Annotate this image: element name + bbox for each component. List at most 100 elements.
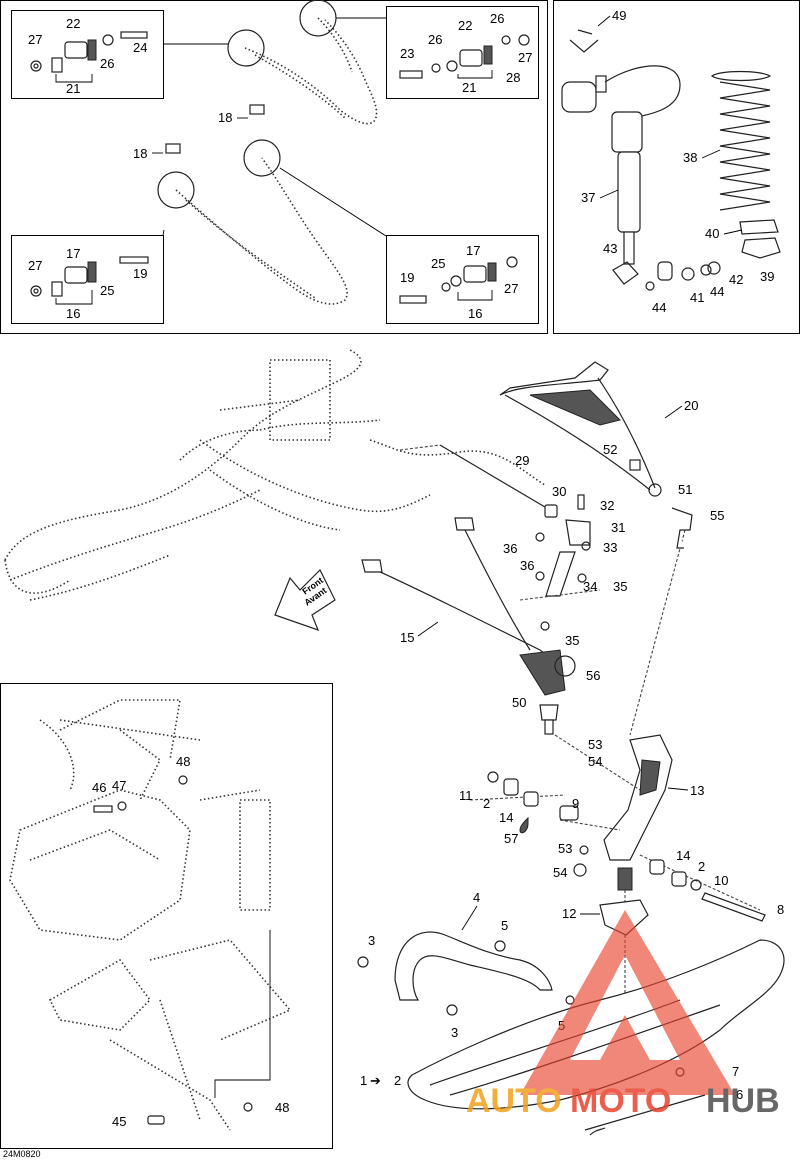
spring-seat xyxy=(739,219,779,235)
watermark-moto: MOTO xyxy=(570,1082,671,1120)
bushing xyxy=(681,267,695,281)
callout-26: 26 xyxy=(100,56,114,71)
callout-18: 18 xyxy=(218,110,232,125)
callout-27: 27 xyxy=(28,32,42,47)
callout-19: 19 xyxy=(133,266,147,281)
callout-33: 33 xyxy=(603,540,617,555)
callout-45: 45 xyxy=(112,1114,126,1129)
callout-10: 10 xyxy=(714,873,728,888)
callout-29: 29 xyxy=(515,453,529,468)
washer xyxy=(645,281,655,291)
bolt-32 xyxy=(577,494,585,510)
watermark-auto: AUTO xyxy=(466,1082,562,1120)
callout-2: 2 xyxy=(394,1073,401,1088)
callout-21: 21 xyxy=(66,81,80,96)
sleeve-9 xyxy=(559,805,579,821)
callout-47: 47 xyxy=(112,778,126,793)
circlip xyxy=(707,261,721,275)
callout-16: 16 xyxy=(468,306,482,321)
spindle xyxy=(603,734,673,891)
callout-31: 31 xyxy=(611,520,625,535)
bushing-11 xyxy=(487,771,499,783)
callout-19: 19 xyxy=(400,270,414,285)
vehicle-front-dotted xyxy=(4,349,546,601)
callout-27: 27 xyxy=(518,50,532,65)
washer xyxy=(700,264,712,276)
callout-7: 7 xyxy=(732,1064,739,1079)
callout-14: 14 xyxy=(676,848,690,863)
callout-3: 3 xyxy=(368,933,375,948)
automotohub-watermark: AUTO MOTO HUB xyxy=(466,910,780,1120)
callout-8: 8 xyxy=(777,902,784,917)
inset-box-bl xyxy=(11,235,164,324)
callout-25: 25 xyxy=(431,256,445,271)
callout-41: 41 xyxy=(690,290,704,305)
grease-drop-57 xyxy=(519,816,529,834)
callout-30: 30 xyxy=(552,484,566,499)
shock-absorber xyxy=(561,29,681,281)
callout-54: 54 xyxy=(588,754,602,769)
hardware-set-bl xyxy=(30,256,149,297)
callout-57: 57 xyxy=(504,831,518,846)
callout-40: 40 xyxy=(705,226,719,241)
inset-box-tl xyxy=(11,10,164,99)
callout-11: 11 xyxy=(459,788,473,803)
link-bracket xyxy=(565,519,591,546)
inset-box-tr xyxy=(386,6,539,99)
tie-rod-end xyxy=(544,504,558,518)
callout-17: 17 xyxy=(66,246,80,261)
spring-adjuster xyxy=(741,237,781,259)
watermark-triangle-logo xyxy=(520,910,735,1095)
callout-17: 17 xyxy=(466,243,480,258)
lower-a-arm-small xyxy=(157,104,348,305)
callout-53: 53 xyxy=(588,737,602,752)
callout-46: 46 xyxy=(92,780,106,795)
callout-55: 55 xyxy=(710,508,724,523)
callout-36: 36 xyxy=(520,558,534,573)
callout-36: 36 xyxy=(503,541,517,556)
callout-2: 2 xyxy=(698,859,705,874)
callout-35: 35 xyxy=(565,633,579,648)
callout-23: 23 xyxy=(400,46,414,61)
callout-50: 50 xyxy=(512,695,526,710)
callout-28: 28 xyxy=(506,70,520,85)
hardware-set-tr xyxy=(399,34,530,79)
top-left-panel xyxy=(0,0,548,334)
callout-24: 24 xyxy=(133,40,147,55)
frame-inset-drawing xyxy=(9,699,292,1131)
bolt-8 xyxy=(701,892,766,922)
upper-arm-bolt xyxy=(629,459,641,471)
callout-48: 48 xyxy=(176,754,190,769)
callout-1: 1 xyxy=(360,1073,367,1088)
spacer-2 xyxy=(503,778,519,796)
callout-22: 22 xyxy=(458,18,472,33)
callout-37: 37 xyxy=(581,190,595,205)
stabilizer-link xyxy=(545,551,576,597)
callout-49: 49 xyxy=(612,8,626,23)
frame-inset-panel xyxy=(0,683,333,1149)
callout-9: 9 xyxy=(572,796,579,811)
callout-3: 3 xyxy=(451,1025,458,1040)
callout-16: 16 xyxy=(66,306,80,321)
inset-box-br xyxy=(386,235,539,324)
watermark-hub: HUB xyxy=(706,1082,780,1120)
hardware-set-br xyxy=(399,256,518,304)
callout-2: 2 xyxy=(483,796,490,811)
upper-a-arm xyxy=(499,361,662,497)
callout-15: 15 xyxy=(400,630,414,645)
callout-13: 13 xyxy=(690,783,704,798)
diagram-code: 24M0820 xyxy=(3,1149,41,1159)
callout-42: 42 xyxy=(729,272,743,287)
callout-6: 6 xyxy=(736,1087,743,1102)
steering-arm xyxy=(671,507,693,549)
callout-26: 26 xyxy=(490,11,504,26)
callout-27: 27 xyxy=(504,281,518,296)
callout-14: 14 xyxy=(499,810,513,825)
callout-arrow-glyph: ➔ xyxy=(370,1073,381,1088)
hardware-set-tl xyxy=(30,31,148,73)
front-direction-arrow: Front Avant xyxy=(274,568,336,632)
callout-25: 25 xyxy=(100,283,114,298)
callout-56: 56 xyxy=(586,668,600,683)
callout-44: 44 xyxy=(652,300,666,315)
callout-48: 48 xyxy=(275,1100,289,1115)
